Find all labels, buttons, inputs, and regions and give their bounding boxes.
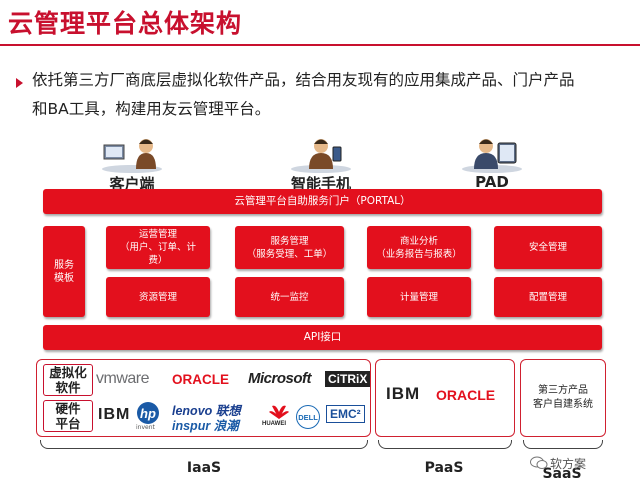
client-phone: 智能手机 bbox=[289, 133, 361, 194]
citrix-logo: CiTRiX bbox=[325, 371, 371, 387]
huawei-icon bbox=[269, 405, 289, 419]
intro-text: 依托第三方厂商底层虚拟化软件产品，结合用友现有的应用集成产品、门户产品 和BA工… bbox=[32, 66, 632, 124]
ibm-logo: IBM bbox=[98, 406, 131, 423]
module-title: 运营管理 bbox=[138, 229, 177, 240]
saas-text: 第三方产品 客户自建系统 bbox=[533, 385, 593, 410]
iaas-brace bbox=[40, 440, 368, 449]
client-desktop: 客户端 bbox=[100, 133, 164, 194]
vmware-logo: vmware bbox=[96, 370, 150, 387]
emc-logo: EMC² bbox=[326, 405, 365, 423]
module-title: 安全管理 bbox=[528, 242, 567, 253]
tier-paas: PaaS bbox=[424, 460, 464, 476]
portal-bar: 云管理平台自助服务门户（PORTAL） bbox=[43, 189, 602, 214]
module-service: 服务管理 （服务受理、工单） bbox=[235, 226, 344, 269]
microsoft-logo: Microsoft bbox=[248, 370, 312, 387]
page-title: 云管理平台总体架构 bbox=[8, 9, 243, 38]
tier-saas: SaaS bbox=[542, 466, 582, 482]
bullet-icon bbox=[16, 78, 23, 88]
saas-panel: 第三方产品 客户自建系统 bbox=[520, 359, 606, 437]
inspur-logo: inspur 浪潮 bbox=[172, 419, 239, 433]
client-label-phone: 智能手机 bbox=[290, 175, 351, 193]
phone-user-icon bbox=[291, 139, 351, 173]
intro-line-1: 依托第三方厂商底层虚拟化软件产品，结合用友现有的应用集成产品、门户产品 bbox=[32, 71, 575, 89]
module-detail: （服务受理、工单） bbox=[246, 248, 333, 260]
client-label-pad: PAD bbox=[475, 173, 509, 191]
dell-logo: DELL bbox=[296, 405, 320, 429]
module-resource: 资源管理 bbox=[106, 277, 210, 317]
module-title: 商业分析 bbox=[399, 235, 438, 247]
oracle-logo: ORACLE bbox=[172, 372, 229, 387]
tier-iaas: IaaS bbox=[186, 460, 222, 476]
api-bar: API接口 bbox=[43, 325, 602, 350]
paas-ibm-logo: IBM bbox=[386, 384, 421, 403]
virtualization-label: 虚拟化 软件 bbox=[43, 364, 93, 396]
module-detail: （用户、订单、计 费） bbox=[119, 242, 196, 266]
module-business-analysis: 商业分析 （业务报告与报表） bbox=[367, 226, 471, 269]
module-title: 服务管理 bbox=[270, 235, 309, 247]
module-security: 安全管理 bbox=[494, 226, 602, 269]
module-detail: （业务报告与报表） bbox=[376, 248, 462, 260]
paas-brace bbox=[378, 440, 512, 449]
paas-oracle-logo: ORACLE bbox=[436, 387, 496, 403]
module-config: 配置管理 bbox=[494, 277, 602, 317]
saas-brace bbox=[523, 440, 603, 449]
title-divider bbox=[0, 44, 640, 46]
client-label-pc: 客户端 bbox=[109, 175, 155, 193]
wechat-icon bbox=[530, 456, 548, 469]
module-operations: 运营管理 （用户、订单、计 费） bbox=[106, 226, 210, 269]
paas-panel bbox=[375, 359, 515, 437]
pad-user-icon bbox=[462, 139, 522, 173]
watermark-text: 软方案 bbox=[550, 457, 587, 471]
hp-subtext: invent bbox=[136, 424, 155, 431]
lenovo-logo: lenovo 联想 bbox=[172, 404, 241, 418]
desktop-user-icon bbox=[102, 139, 162, 173]
client-pad: PAD bbox=[460, 133, 524, 191]
module-metering: 计量管理 bbox=[367, 277, 471, 317]
hardware-label: 硬件 平台 bbox=[43, 400, 93, 432]
service-template-box: 服务 模板 bbox=[43, 226, 85, 317]
hp-logo: hp bbox=[137, 402, 159, 424]
module-monitoring: 统一监控 bbox=[235, 277, 344, 317]
huawei-logo: HUAWEI bbox=[262, 421, 286, 427]
intro-line-2: 和BA工具，构建用友云管理平台。 bbox=[32, 100, 271, 118]
